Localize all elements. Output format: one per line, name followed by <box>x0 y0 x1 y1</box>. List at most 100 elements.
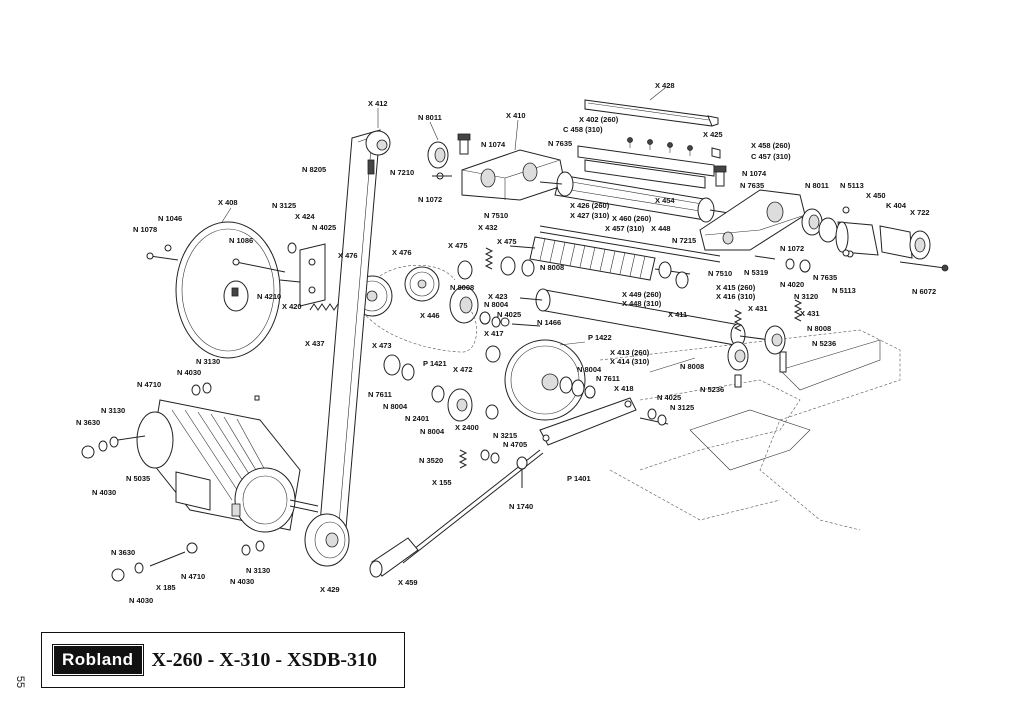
label-x458: X 458 (260) <box>751 141 791 150</box>
label-n7635-c: N 7635 <box>813 273 837 282</box>
label-n8004-c: N 8004 <box>383 402 408 411</box>
sprocket-x472 <box>383 354 499 422</box>
label-c457: C 457 (310) <box>751 152 791 161</box>
label-n4025-c: N 4025 <box>657 393 681 402</box>
label-n7510-right: N 7510 <box>708 269 732 278</box>
label-x418: X 418 <box>614 384 634 393</box>
label-x432: X 432 <box>478 223 498 232</box>
label-n8008: N 8008 <box>540 263 564 272</box>
spring-x431-right <box>793 299 803 322</box>
label-n7510: N 7510 <box>484 211 508 220</box>
label-p1401: P 1401 <box>567 474 591 483</box>
label-n3215: N 3215 <box>493 431 517 440</box>
bearing-n8011-left <box>427 141 449 169</box>
label-n1046: N 1046 <box>158 214 182 223</box>
label-n7215: N 7215 <box>672 236 696 245</box>
label-x412: X 412 <box>368 99 388 108</box>
label-x402: X 402 (260) <box>579 115 619 124</box>
label-n7611: N 7611 <box>596 374 620 383</box>
top-guard-x428 <box>584 99 719 127</box>
label-n4025: N 4025 <box>312 223 336 232</box>
label-n1074-right: N 1074 <box>742 169 767 178</box>
label-x426: X 426 (260) <box>570 201 610 210</box>
label-n4710: N 4710 <box>137 380 161 389</box>
label-x475: X 475 <box>448 241 468 250</box>
shaft-x448 <box>539 225 721 263</box>
label-n8011-right: N 8011 <box>805 181 829 190</box>
sprocket-x476-right <box>404 266 440 302</box>
label-n5113-b: N 5113 <box>832 286 856 295</box>
label-n1072-right: N 1072 <box>780 244 804 253</box>
leader-lines <box>221 87 696 373</box>
part-labels: X 412 N 8011 X 410 N 1074 N 7635 X 402 (… <box>76 81 936 605</box>
motor-pulley-x429 <box>304 513 350 567</box>
label-n5035: N 5035 <box>126 474 150 483</box>
label-n1086: N 1086 <box>229 236 253 245</box>
label-n7635-right: N 7635 <box>740 181 764 190</box>
cutterblock-x426 <box>539 171 736 223</box>
motor <box>136 395 319 533</box>
label-x415: X 415 (260) <box>716 283 756 292</box>
label-n3630: N 3630 <box>76 418 100 427</box>
label-n8008-c: N 8008 <box>807 324 831 333</box>
label-n1740: N 1740 <box>509 502 533 511</box>
label-n3120: N 3120 <box>794 292 818 301</box>
bracket-x424 <box>279 243 326 307</box>
label-n4710-b: N 4710 <box>181 572 205 581</box>
page-number: 55 <box>14 675 27 689</box>
label-x450: X 450 <box>866 191 886 200</box>
label-n7611-b: N 7611 <box>368 390 392 399</box>
label-x460: X 460 (260) <box>612 214 652 223</box>
label-n4030-c: N 4030 <box>230 577 254 586</box>
small-parts-lever <box>480 408 667 488</box>
label-x446: X 446 <box>420 311 440 320</box>
label-k404: K 404 <box>886 201 907 210</box>
left-bearing-block-x410 <box>432 133 566 201</box>
sprocket-p1422 <box>504 339 596 421</box>
chain-x446 <box>351 264 477 353</box>
drive-belt-x412 <box>317 129 391 549</box>
label-n3130-b: N 3130 <box>101 406 125 415</box>
label-n7635: N 7635 <box>548 139 572 148</box>
label-x457: X 457 (310) <box>605 224 645 233</box>
label-n3125-b: N 3125 <box>670 403 694 412</box>
bearing-n8011-right <box>801 208 838 243</box>
label-p1421: P 1421 <box>423 359 447 368</box>
label-x431: X 431 <box>748 304 768 313</box>
label-n1074: N 1074 <box>481 140 506 149</box>
model-title: X-260 - X-310 - XSDB-310 <box>151 648 378 671</box>
label-x437: X 437 <box>305 339 325 348</box>
label-x476: X 476 <box>392 248 412 257</box>
label-x155: X 155 <box>432 478 452 487</box>
label-n8011: N 8011 <box>418 113 442 122</box>
label-n3125: N 3125 <box>272 201 296 210</box>
label-x420: X 420 <box>282 302 302 311</box>
label-n4030-d: N 4030 <box>129 596 153 605</box>
label-x417: X 417 <box>484 329 504 338</box>
label-x410: X 410 <box>506 111 526 120</box>
handwheel-x408 <box>146 221 310 359</box>
label-n1466: N 1466 <box>537 318 561 327</box>
label-x473: X 473 <box>372 341 392 350</box>
label-n4020: N 4020 <box>780 280 804 289</box>
label-x425: X 425 <box>703 130 723 139</box>
label-x448: X 448 <box>651 224 671 233</box>
label-x413: X 413 (260) <box>610 348 650 357</box>
label-x431-b: X 431 <box>800 309 820 318</box>
label-n4030-b: N 4030 <box>92 488 116 497</box>
label-x423: X 423 <box>488 292 508 301</box>
label-n8008-d: N 8008 <box>680 362 704 371</box>
label-x2400: X 2400 <box>455 423 479 432</box>
feed-roller-x475 <box>509 236 691 281</box>
label-x454: X 454 <box>655 196 675 205</box>
label-n5319: N 5319 <box>744 268 768 277</box>
label-n3520: N 3520 <box>419 456 443 465</box>
label-n8004-d: N 8004 <box>420 427 445 436</box>
label-n7210: N 7210 <box>390 168 414 177</box>
label-x475-b: X 475 <box>497 237 517 246</box>
label-x414: X 414 (310) <box>610 357 650 366</box>
label-x427: X 427 (310) <box>570 211 610 220</box>
label-n8004-b: N 8004 <box>577 365 602 374</box>
label-x408: X 408 <box>218 198 238 207</box>
label-n4030: N 4030 <box>177 368 201 377</box>
